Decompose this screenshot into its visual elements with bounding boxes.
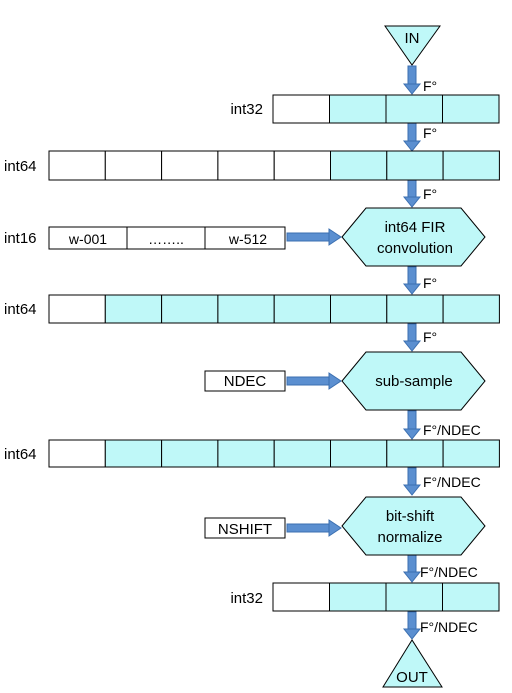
buffer-cell-filled xyxy=(329,94,387,124)
buffer-cell-empty xyxy=(217,150,275,181)
buffer-type-label: int16 xyxy=(4,230,37,247)
buffer-cell-filled xyxy=(386,294,444,324)
arrow-down xyxy=(402,323,422,352)
rate-label: F° xyxy=(423,125,437,141)
arrow-right xyxy=(286,228,342,246)
arrow-down xyxy=(402,467,422,496)
buffer-cell-empty xyxy=(48,150,106,181)
rate-label: F°/NDEC xyxy=(420,564,478,580)
buffer-int64-fir-output: int64 xyxy=(4,294,500,324)
buffer-cell-filled xyxy=(386,150,444,181)
output-node-label: OUT xyxy=(396,669,428,686)
buffer-int64-subsampled: int64 xyxy=(4,439,500,468)
buffer-cell-filled xyxy=(386,439,444,468)
weights-box xyxy=(48,226,286,250)
input-node: IN xyxy=(384,25,441,66)
buffer-cell-filled xyxy=(217,439,275,468)
arrow-down xyxy=(402,611,422,640)
fir-convolution-node: int64 FIR convolution xyxy=(341,207,486,267)
arrow-down xyxy=(402,65,422,95)
ndec-input: NDEC xyxy=(204,370,286,392)
buffer-cell-filled xyxy=(442,294,500,324)
buffer-cell-filled xyxy=(442,94,500,124)
buffer-type-label: int64 xyxy=(4,446,37,463)
arrow-down xyxy=(402,554,422,583)
buffer-cell-empty xyxy=(272,582,330,612)
buffer-cell-filled xyxy=(330,150,388,181)
buffer-cell-filled xyxy=(161,439,219,468)
buffer-cell-empty xyxy=(161,150,219,181)
arrow-right xyxy=(286,372,342,390)
buffer-cell-filled xyxy=(442,439,500,468)
main-arrows xyxy=(402,65,422,640)
subsample-label: sub-sample xyxy=(375,373,453,390)
input-node-label: IN xyxy=(405,30,420,47)
buffer-cell-filled xyxy=(329,582,387,612)
arrow-right xyxy=(286,519,342,537)
rate-label: F°/NDEC xyxy=(423,474,481,490)
rate-label: F°/NDEC xyxy=(423,422,481,438)
bitshift-normalize-node: bit-shift normalize xyxy=(341,496,486,556)
arrow-down xyxy=(402,122,422,152)
buffer-type-label: int64 xyxy=(4,158,37,175)
buffer-cell-filled xyxy=(217,294,275,324)
buffer-cell-filled xyxy=(385,582,443,612)
buffer-cell-filled xyxy=(104,294,163,324)
weight-first: w-001 xyxy=(68,231,107,247)
buffer-int16-weights: int16 w-001 …….. w-512 xyxy=(4,226,286,250)
subsample-node: sub-sample xyxy=(341,351,486,411)
rate-labels: F° F° F° F° F° F°/NDEC F°/NDEC F°/NDEC F… xyxy=(420,78,481,635)
rate-label: F° xyxy=(423,78,437,94)
nshift-box xyxy=(204,517,286,539)
buffer-type-label: int32 xyxy=(230,101,263,118)
buffer-cell-filled xyxy=(330,439,388,468)
ndec-label: NDEC xyxy=(224,373,267,390)
buffer-cell-filled xyxy=(273,439,332,468)
buffer-type-label: int32 xyxy=(230,590,263,607)
buffer-int32-input: int32 xyxy=(230,94,500,124)
buffer-cell-filled xyxy=(442,582,500,612)
buffer-cell-empty xyxy=(48,439,106,468)
buffer-cell-filled xyxy=(385,94,443,124)
nshift-input: NSHIFT xyxy=(204,517,286,539)
buffer-cell-filled xyxy=(330,294,388,324)
buffer-cell-filled xyxy=(161,294,219,324)
buffer-cell-empty xyxy=(273,150,332,181)
buffer-int32-output: int32 xyxy=(230,582,500,612)
buffer-cell-empty xyxy=(48,294,106,324)
bitshift-label-line1: bit-shift xyxy=(386,508,435,525)
buffer-cell-filled xyxy=(442,150,500,181)
buffer-type-label: int64 xyxy=(4,301,37,318)
rate-label: F° xyxy=(423,186,437,202)
buffer-cell-empty xyxy=(104,150,163,181)
buffer-int64-input: int64 xyxy=(4,150,500,181)
arrow-down xyxy=(402,410,422,440)
buffer-cell-filled xyxy=(104,439,163,468)
arrow-down xyxy=(402,266,422,295)
bitshift-label-line2: normalize xyxy=(377,529,442,546)
weight-ellipsis: …….. xyxy=(148,231,184,247)
arrow-down xyxy=(402,179,422,208)
weight-last: w-512 xyxy=(228,231,267,247)
output-node: OUT xyxy=(382,639,443,688)
rate-label: F° xyxy=(423,275,437,291)
rate-label: F°/NDEC xyxy=(420,619,478,635)
ndec-box xyxy=(204,370,286,392)
fir-label-line1: int64 FIR xyxy=(385,219,446,236)
buffer-cell-empty xyxy=(272,94,330,124)
fir-label-line2: convolution xyxy=(377,240,453,257)
nshift-label: NSHIFT xyxy=(218,521,272,538)
buffer-cell-filled xyxy=(273,294,332,324)
rate-label: F° xyxy=(423,329,437,345)
